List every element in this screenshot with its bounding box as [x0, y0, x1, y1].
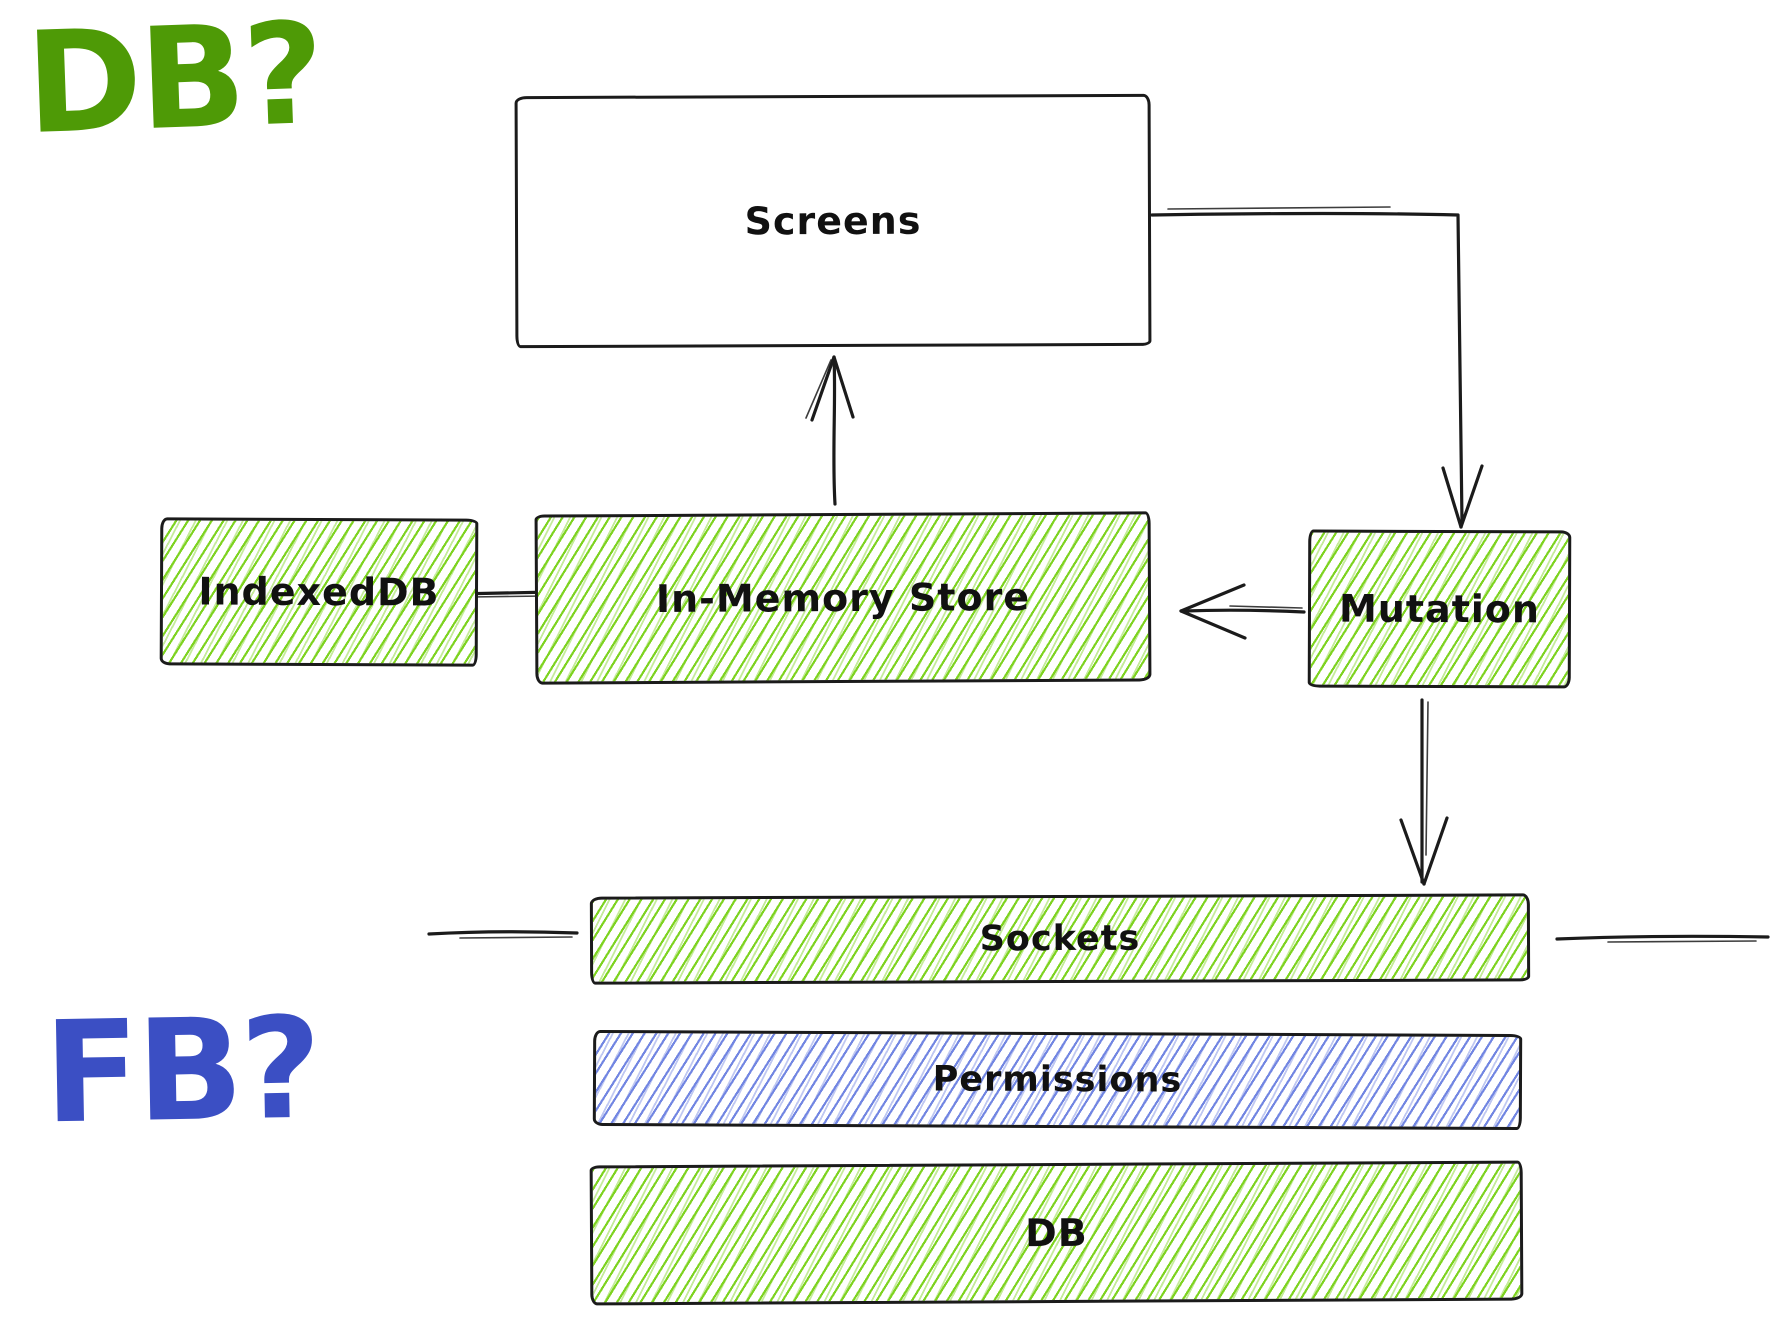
edge-sockets-right-stub[interactable]	[1555, 934, 1770, 943]
node-sockets[interactable]: Sockets	[589, 893, 1531, 985]
edge-sockets-left-stub[interactable]	[427, 930, 579, 939]
node-permissions-label: Permissions	[932, 1059, 1183, 1101]
node-db-label: DB	[1025, 1210, 1088, 1256]
annotation-db-question[interactable]: DB?	[23, 0, 324, 167]
edge-mutation-to-in-memory-store[interactable]	[1179, 583, 1306, 640]
node-indexeddb-label: IndexedDB	[198, 569, 440, 615]
node-indexeddb[interactable]: IndexedDB	[159, 517, 479, 667]
edge-in-memory-store-to-screens[interactable]	[805, 355, 855, 506]
node-mutation-label: Mutation	[1338, 586, 1541, 632]
node-in-memory-store-label: In-Memory Store	[655, 575, 1031, 621]
node-sockets-label: Sockets	[979, 918, 1141, 960]
edge-screens-to-mutation[interactable]	[1150, 206, 1484, 529]
node-in-memory-store[interactable]: In-Memory Store	[534, 511, 1152, 685]
node-screens[interactable]: Screens	[514, 93, 1152, 349]
edge-mutation-to-sockets[interactable]	[1399, 698, 1449, 886]
node-mutation[interactable]: Mutation	[1307, 529, 1572, 689]
node-permissions[interactable]: Permissions	[592, 1029, 1523, 1131]
node-screens-label: Screens	[744, 198, 922, 244]
node-db[interactable]: DB	[589, 1160, 1524, 1306]
annotation-fb-question[interactable]: FB?	[42, 987, 320, 1156]
